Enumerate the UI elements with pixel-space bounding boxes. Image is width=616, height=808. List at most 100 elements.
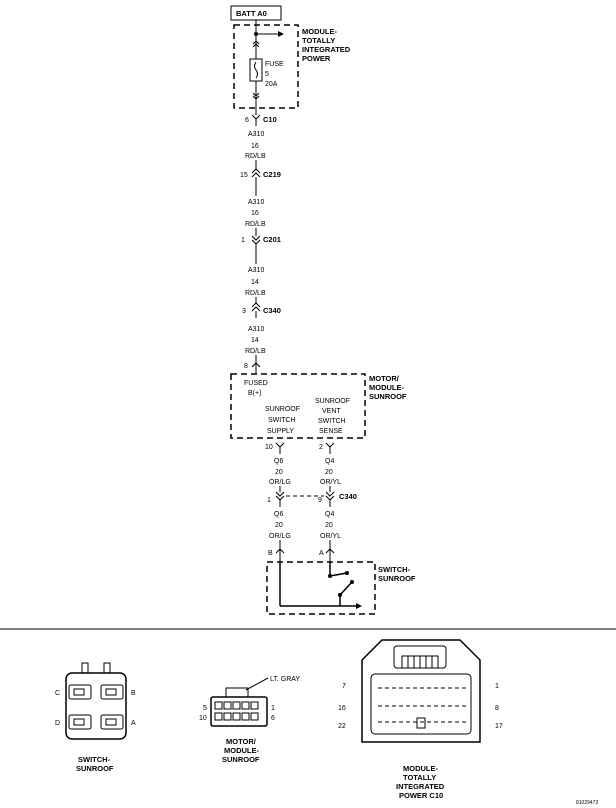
c340-lower-left-pin: 1: [267, 497, 271, 504]
sense-label-3: SWITCH: [318, 418, 346, 425]
wire-segment-2: A310 16 RD/LB: [245, 184, 266, 236]
wire-4-circuit: A310: [248, 326, 264, 333]
upper-left-circuit: Q6: [274, 458, 283, 465]
supply-pin: 10: [265, 444, 273, 451]
wire-segment-1: A310 16 RD/LB: [245, 131, 266, 170]
tipm-view-pin-8: 8: [495, 705, 499, 712]
power-source: BATT A0: [230, 5, 282, 21]
tipm-view-pin-17: 17: [495, 723, 503, 730]
switch-pin-b: B: [268, 550, 273, 557]
tipm-view-pin-16: 16: [338, 705, 346, 712]
wire-2-color: RD/LB: [245, 221, 266, 228]
motor-view-caption-1: MOTOR/: [226, 737, 257, 746]
c219-pin: 15: [240, 172, 248, 179]
motor-view-pin-1: 1: [271, 705, 275, 712]
motor-view-caption-3: SUNROOF: [222, 755, 260, 764]
upper-right-circuit: Q4: [325, 458, 334, 465]
tipm-title-line-3: INTEGRATED: [302, 45, 351, 54]
wire-1-color: RD/LB: [245, 153, 266, 160]
motor-view-caption-2: MODULE-: [224, 746, 259, 755]
supply-label-2: SWITCH: [268, 417, 296, 424]
switch-sunroof: SWITCH- SUNROOF: [266, 561, 416, 615]
switch-pin-a: A: [319, 550, 324, 557]
motor-view-pin-10: 10: [199, 715, 207, 722]
power-source-label: BATT A0: [236, 9, 267, 18]
motor-input-pin: 8: [244, 363, 248, 370]
tipm-view-caption-2: TOTALLY: [403, 773, 436, 782]
wire-2-circuit: A310: [248, 199, 264, 206]
switch-contact-icon: [339, 581, 353, 596]
lower-left-gauge: 20: [275, 522, 283, 529]
wire-segment-3: A310 14 RD/LB: [245, 244, 266, 304]
switch-view-caption-2: SUNROOF: [76, 764, 114, 773]
tipm-view-pin-1: 1: [495, 683, 499, 690]
wire-1-gauge: 16: [251, 143, 259, 150]
wire-3-color: RD/LB: [245, 290, 266, 297]
tipm-connector-view: 7 1 16 8 22 17 MODULE- TOTALLY INTEGRATE…: [338, 639, 503, 800]
lower-right-color: OR/YL: [320, 533, 341, 540]
wire-3-circuit: A310: [248, 267, 264, 274]
switch-wires-lower: Q6 20 OR/LG Q4 20 OR/YL B A: [268, 511, 341, 562]
motor-view-pin-6: 6: [271, 715, 275, 722]
switch-title-line-1: SWITCH-: [378, 565, 411, 574]
upper-right-color: OR/YL: [320, 479, 341, 486]
supply-label-3: SUPPLY: [267, 428, 294, 435]
fused-label-2: B(+): [248, 390, 261, 397]
fuse-number: 5: [265, 71, 269, 78]
tipm-title-line-4: POWER: [302, 54, 331, 63]
c340-pin: 3: [242, 308, 246, 315]
c340-lower-name: C340: [339, 492, 357, 501]
motor-view-pin-5: 5: [203, 705, 207, 712]
connector-c201: 1 C201: [241, 235, 281, 245]
sense-label-4: SENSE: [319, 428, 343, 435]
tipm-title-line-2: TOTALLY: [302, 36, 335, 45]
upper-right-gauge: 20: [325, 469, 333, 476]
fuse-label: FUSE: [265, 61, 284, 68]
connector-c340-lower: 1 9 C340: [267, 491, 357, 507]
upper-left-gauge: 20: [275, 469, 283, 476]
c10-name: C10: [263, 115, 277, 124]
upper-left-color: OR/LG: [269, 479, 291, 486]
lower-left-color: OR/LG: [269, 533, 291, 540]
switch-view-caption-1: SWITCH-: [78, 755, 111, 764]
tipm-view-pin-22: 22: [338, 723, 346, 730]
switch-connector-view: C B D A SWITCH- SUNROOF: [55, 662, 136, 773]
switch-view-pin-a: A: [131, 720, 136, 727]
wire-segment-4: A310 14 RD/LB 8: [244, 326, 266, 374]
c219-name: C219: [263, 170, 281, 179]
lower-right-circuit: Q4: [325, 511, 334, 518]
sense-label-1: SUNROOF: [315, 398, 350, 405]
c340-name: C340: [263, 306, 281, 315]
connector-c10: 6 C10: [245, 100, 277, 126]
motor-title-line-3: SUNROOF: [369, 392, 407, 401]
switch-view-pin-c: C: [55, 690, 60, 697]
c10-pin: 6: [245, 117, 249, 124]
c201-name: C201: [263, 235, 281, 244]
connector-c340-upper: 3 C340: [242, 302, 281, 318]
motor-view-color-label: LT. GRAY: [270, 676, 300, 683]
fused-label-1: FUSED: [244, 380, 268, 387]
wire-4-gauge: 14: [251, 337, 259, 344]
bus-arrow-icon: [278, 31, 284, 37]
switch-wires-upper: Q6 20 OR/LG Q4 20 OR/YL: [269, 458, 341, 492]
sense-label-2: VENT: [322, 408, 341, 415]
fuse-rating: 20A: [265, 81, 278, 88]
tipm-view-caption-1: MODULE-: [403, 764, 438, 773]
motor-module-sunroof: MOTOR/ MODULE- SUNROOF FUSED B(+) SUNROO…: [230, 373, 407, 439]
supply-label-1: SUNROOF: [265, 406, 300, 413]
motor-title-line-2: MODULE-: [369, 383, 404, 392]
wire-1-circuit: A310: [248, 131, 264, 138]
switch-view-pin-b: B: [131, 690, 136, 697]
tipm-module: MODULE- TOTALLY INTEGRATED POWER FUSE 5 …: [233, 20, 351, 109]
tipm-view-pin-7: 7: [342, 683, 346, 690]
switch-arrow-icon: [356, 603, 362, 609]
lower-left-circuit: Q6: [274, 511, 283, 518]
motor-title-line-1: MOTOR/: [369, 374, 400, 383]
switch-view-pin-d: D: [55, 720, 60, 727]
wire-4-color: RD/LB: [245, 348, 266, 355]
c340-lower-right-pin: 9: [318, 497, 322, 504]
lower-right-gauge: 20: [325, 522, 333, 529]
switch-title-line-2: SUNROOF: [378, 574, 416, 583]
tipm-view-caption-4: POWER C10: [399, 791, 443, 800]
